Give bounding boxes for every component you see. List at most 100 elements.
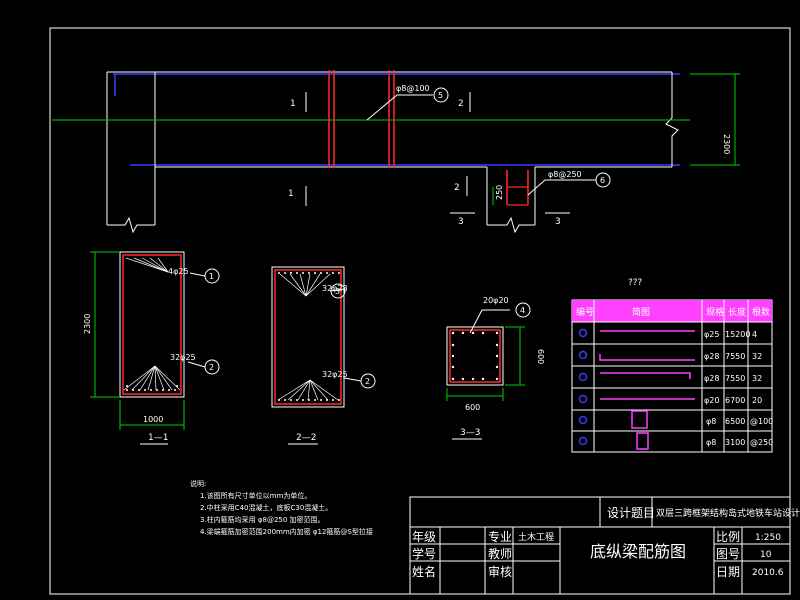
rebar-table-caption: ??? <box>628 278 643 288</box>
rebar-row-1-spec: φ25 <box>704 330 719 339</box>
marker-1-text: 1 <box>209 272 214 281</box>
section-1-bottom-dots <box>126 385 178 391</box>
section-3-3: 20φ20 4 600 600 3—3 <box>446 296 545 440</box>
sheet-label: 图号 <box>716 547 740 561</box>
rebar-table-row-markers <box>578 328 588 446</box>
left-break-line <box>107 216 155 234</box>
rebar-table-shapes <box>599 330 695 450</box>
stub-break-line <box>487 216 535 234</box>
note-line-1: 1.该图所有尺寸单位以mm为单位。 <box>200 491 311 500</box>
rebar-row-2-count: 32 <box>752 352 762 361</box>
section-2-top-dots <box>278 272 340 274</box>
leader-2a <box>187 361 206 368</box>
right-break-line <box>665 72 679 167</box>
marker-4-text: 4 <box>520 306 525 315</box>
rebar-table-header-4: 根数 <box>752 306 770 318</box>
design-topic-label: 设计题目 <box>607 506 655 520</box>
scale-value: 1:250 <box>755 533 781 543</box>
scale-label: 比例 <box>716 530 740 544</box>
section-1-stirrup <box>122 254 182 395</box>
section-1-height-text: 2300 <box>83 314 92 334</box>
section-2-2: 32φ28 3 32φ25 2 2—2 <box>271 266 376 445</box>
note-line-2: 2.中柱采用C40混凝土，底板C30混凝土。 <box>200 503 332 512</box>
rebar-row-1-count: 4 <box>752 330 757 339</box>
marker-6-circle <box>595 172 611 188</box>
section-3-bars <box>451 331 499 381</box>
section-2-bottom-bars: 32φ25 <box>322 370 348 379</box>
section-1-title: 1—1 <box>148 433 168 443</box>
rebar-row-6-length: 3100 <box>725 438 745 447</box>
cut-2-top-label: 2 <box>458 99 464 109</box>
title-block: 设计题目 双层三跨框架结构岛式地铁车站设计 年级 专业 土木工程 学号 教师 姓… <box>409 496 800 595</box>
marker-3-circle <box>330 283 346 299</box>
rebar-row-4-spec: φ20 <box>704 396 719 405</box>
sheet-value: 10 <box>760 550 772 560</box>
marker-2b-text: 2 <box>365 377 370 386</box>
section-2-top-bars: 32φ28 <box>322 284 348 293</box>
grade-label: 年级 <box>412 530 436 544</box>
rebar-table-header-2: 规格 <box>706 306 724 318</box>
section-2-stirrup <box>274 269 342 405</box>
rebar-row-1-length: 15200 <box>725 330 750 339</box>
major-value: 土木工程 <box>518 531 554 543</box>
section-1-bottom-bars: 32φ25 <box>170 353 196 362</box>
rebar-row-2-spec: φ28 <box>704 352 719 361</box>
name-label: 姓名 <box>412 564 436 579</box>
rebar-row-4-length: 6700 <box>725 396 745 405</box>
rebar-table-header-3: 长度 <box>728 306 746 318</box>
marker-3-text: 3 <box>335 287 340 296</box>
rebar-table-header-bg <box>572 300 772 322</box>
marker-5-circle <box>433 87 449 103</box>
drawing-title: 底纵梁配筋图 <box>590 542 686 561</box>
teacher-label: 教师 <box>488 546 512 561</box>
leader-6 <box>527 179 596 196</box>
student-id-label: 学号 <box>412 546 436 561</box>
stub-dim-text: 250 <box>495 185 504 200</box>
leader-5 <box>366 94 433 121</box>
rebar-row-6-spec: φ8 <box>706 438 716 447</box>
rebar-row-5-spec: φ8 <box>706 417 716 426</box>
rebar-row-3-length: 7550 <box>725 374 745 383</box>
date-label: 日期 <box>716 565 740 579</box>
section-1-top-bars: 4φ25 <box>168 267 189 276</box>
plan-view: 250 1 1 2 2 3 3 φ8@100 5 φ8@250 6 23 <box>52 70 740 234</box>
leader-2b <box>343 377 362 382</box>
notes-heading: 说明: <box>190 479 206 488</box>
rebar-table-grid <box>572 300 772 452</box>
section-2-top-fan <box>279 273 331 297</box>
marker-2a-circle <box>204 359 220 375</box>
leader-3 <box>329 288 345 292</box>
marker-5-text: 5 <box>438 91 443 100</box>
rebar-row-5-count: @100 <box>750 417 773 426</box>
cut-1-top-label: 1 <box>290 99 296 109</box>
section-3-height-text: 600 <box>536 349 545 364</box>
section-2-title: 2—2 <box>296 433 316 443</box>
review-label: 审核 <box>488 564 512 579</box>
plan-height-dim-text: 2300 <box>722 134 731 154</box>
cut-1-bottom-label: 1 <box>288 189 294 199</box>
section-1-width-text: 1000 <box>143 415 163 424</box>
rebar-row-4-count: 20 <box>752 396 762 405</box>
rebar-table-header-0: 编号 <box>576 306 594 318</box>
date-value: 2010.6 <box>752 568 784 578</box>
section-2-bottom-fan <box>277 379 339 401</box>
section-1-top-fan <box>125 257 169 273</box>
section-3-outline <box>446 326 504 386</box>
section-3-title: 3—3 <box>460 428 480 438</box>
leader-4 <box>469 309 510 334</box>
cut-3-right-label: 3 <box>555 217 561 227</box>
cut-3-left-label: 3 <box>458 217 464 227</box>
rebar-row-6-count: @250 <box>750 438 773 447</box>
marker-1-circle <box>204 268 220 284</box>
section-3-width-text: 600 <box>465 403 480 412</box>
note-line-4: 4.梁端箍筋加密范围200mm内加密 φ12箍筋@S型拉接 <box>200 527 373 536</box>
stirrup-6-label: φ8@250 <box>548 170 582 179</box>
rebar-row-3-spec: φ28 <box>704 374 719 383</box>
marker-4-circle <box>515 302 531 318</box>
marker-6-text: 6 <box>600 176 605 185</box>
rebar-row-5-length: 6500 <box>725 417 745 426</box>
cut-2-bottom-label: 2 <box>454 183 460 193</box>
section-1-outline <box>119 251 185 398</box>
rebar-row-2-length: 7550 <box>725 352 745 361</box>
